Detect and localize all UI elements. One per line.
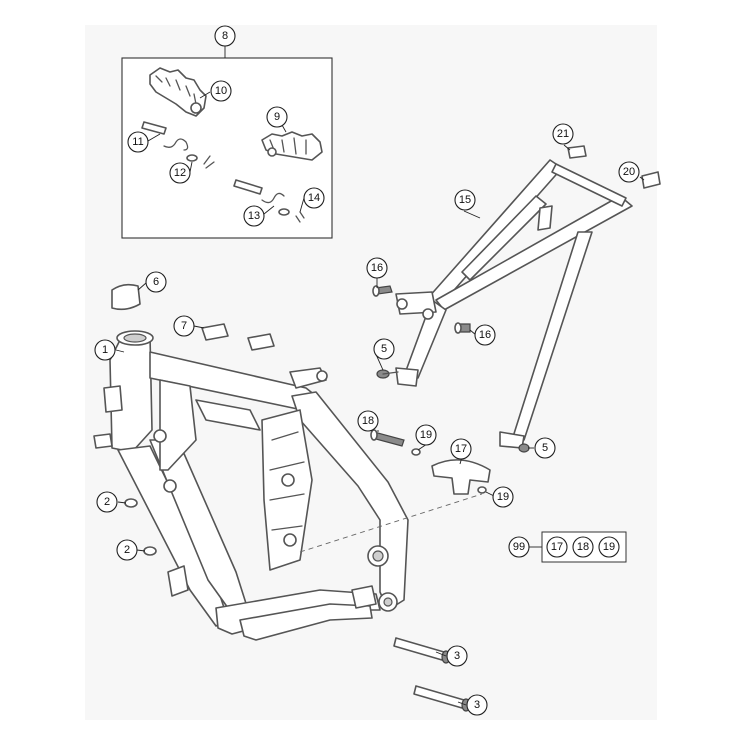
- callout-8: 8: [214, 25, 236, 47]
- washer-2-lower-part: [143, 546, 157, 556]
- callout-21: 21: [552, 123, 574, 145]
- washer-2-upper-part: [124, 498, 138, 508]
- kit-label: 99: [508, 536, 530, 558]
- footrest-right-part: [261, 131, 323, 161]
- svg-text:2: 2: [104, 496, 110, 508]
- footrest-washer-part: [186, 154, 215, 169]
- svg-text:19: 19: [420, 429, 432, 441]
- guide-7b-part: [247, 333, 275, 351]
- main-frame-part: [93, 330, 409, 641]
- svg-text:13: 13: [248, 210, 260, 222]
- svg-text:19: 19: [497, 491, 509, 503]
- svg-text:15: 15: [459, 194, 471, 206]
- svg-text:14: 14: [308, 192, 320, 204]
- svg-text:16: 16: [479, 329, 491, 341]
- svg-text:11: 11: [132, 136, 143, 148]
- svg-text:18: 18: [577, 541, 589, 553]
- svg-text:10: 10: [215, 85, 227, 97]
- callout-16-upper: 16: [366, 257, 388, 279]
- callout-15: 15: [454, 189, 476, 211]
- footrest-clip-part: [295, 211, 305, 223]
- footrest-left-part: [149, 67, 207, 117]
- callout-16-lower: 16: [474, 324, 496, 346]
- svg-text:1: 1: [102, 344, 108, 356]
- kit-99: 99 17 18 19: [508, 531, 627, 563]
- svg-text:3: 3: [474, 699, 480, 711]
- svg-text:19: 19: [603, 541, 615, 553]
- washer-19-lower-part: [477, 486, 487, 494]
- callout-5-lower: 5: [534, 437, 556, 459]
- svg-text:2: 2: [124, 544, 130, 556]
- callout-17: 17: [450, 438, 472, 460]
- bolt-5-right-part: [518, 443, 530, 453]
- callout-3-lower: 3: [466, 694, 488, 716]
- callout-10: 10: [210, 80, 232, 102]
- callout-1: 1: [94, 339, 116, 361]
- callout-2-upper: 2: [96, 491, 118, 513]
- svg-text:17: 17: [551, 541, 563, 553]
- svg-text:99: 99: [513, 541, 525, 553]
- callout-2-lower: 2: [116, 539, 138, 561]
- svg-text:17: 17: [455, 443, 467, 455]
- guide-7a-part: [201, 323, 229, 341]
- callout-6: 6: [145, 271, 167, 293]
- chain-slider-17-part: [431, 459, 491, 495]
- svg-text:9: 9: [274, 111, 280, 123]
- svg-text:8: 8: [222, 30, 228, 42]
- svg-text:7: 7: [181, 320, 187, 332]
- svg-text:6: 6: [153, 276, 159, 288]
- callout-7: 7: [173, 315, 195, 337]
- callout-5-upper: 5: [373, 338, 395, 360]
- cap-20-part: [641, 171, 661, 189]
- footrest-pin-part: [141, 121, 189, 151]
- svg-text:5: 5: [381, 343, 387, 355]
- callout-14: 14: [303, 187, 325, 209]
- rubber-cap-6-part: [111, 283, 141, 311]
- kit-item-19: 19: [598, 536, 620, 558]
- svg-text:12: 12: [174, 167, 186, 179]
- subframe-part: [395, 159, 633, 449]
- kit-item-18: 18: [572, 536, 594, 558]
- callout-9: 9: [266, 106, 288, 128]
- cap-21-part: [567, 145, 587, 159]
- svg-text:16: 16: [371, 262, 383, 274]
- svg-text:3: 3: [454, 650, 460, 662]
- svg-text:5: 5: [542, 442, 548, 454]
- svg-text:20: 20: [623, 166, 635, 178]
- callout-3-upper: 3: [446, 645, 468, 667]
- callout-13: 13: [243, 205, 265, 227]
- callout-20: 20: [618, 161, 640, 183]
- callout-18: 18: [357, 410, 379, 432]
- svg-text:21: 21: [557, 128, 569, 140]
- callout-11: 11: [127, 131, 149, 153]
- kit-item-17: 17: [546, 536, 568, 558]
- callout-19-upper: 19: [415, 424, 437, 446]
- callout-12: 12: [169, 162, 191, 184]
- callout-19-lower: 19: [492, 486, 514, 508]
- footrest-pin2-part: [233, 179, 290, 216]
- washer-19-upper-part: [411, 448, 421, 456]
- svg-text:18: 18: [362, 415, 374, 427]
